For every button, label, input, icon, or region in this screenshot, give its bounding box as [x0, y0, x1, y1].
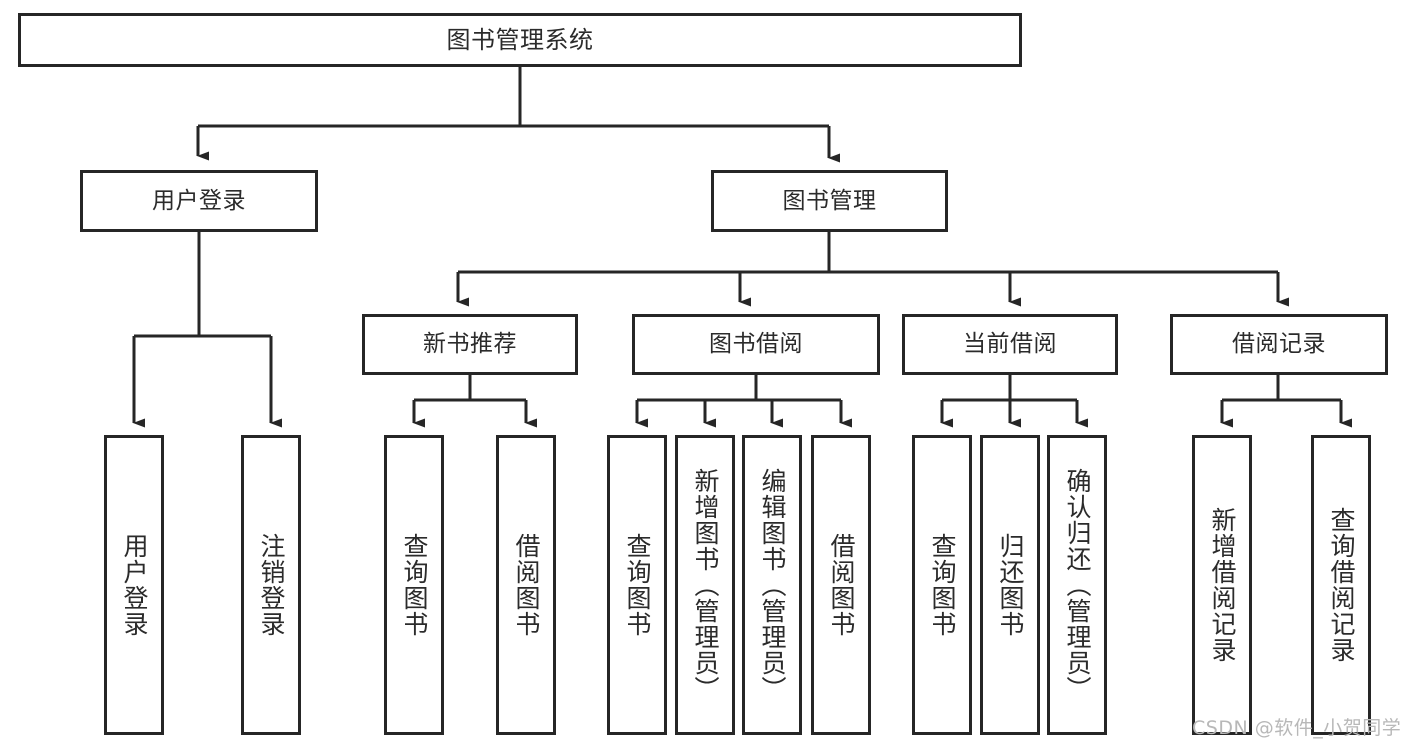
- node-label: 查询图书: [400, 533, 429, 637]
- leaf-new-book-borrow-book[interactable]: 借阅图书: [496, 435, 556, 735]
- leaf-book-borrow-borrow-book[interactable]: 借阅图书: [811, 435, 871, 735]
- node-label: 用户登录: [152, 187, 246, 214]
- leaf-user-login-logout[interactable]: 注销登录: [241, 435, 301, 735]
- node-label: 编辑图书（管理员）: [758, 468, 787, 702]
- node-label: 借阅图书: [512, 533, 541, 637]
- node-label: 借阅图书: [827, 533, 856, 637]
- leaf-user-login-login[interactable]: 用户登录: [104, 435, 164, 735]
- leaf-book-borrow-add-book-admin[interactable]: 新增图书（管理员）: [675, 435, 735, 735]
- leaf-current-borrow-query-book[interactable]: 查询图书: [912, 435, 972, 735]
- node-label: 查询图书: [623, 533, 652, 637]
- leaf-borrow-record-add-record[interactable]: 新增借阅记录: [1192, 435, 1252, 735]
- leaf-book-borrow-query-book[interactable]: 查询图书: [607, 435, 667, 735]
- node-new-book-recommend[interactable]: 新书推荐: [362, 314, 578, 375]
- node-borrow-record[interactable]: 借阅记录: [1170, 314, 1388, 375]
- node-label: 归还图书: [996, 533, 1025, 637]
- node-book-management[interactable]: 图书管理: [711, 170, 948, 232]
- leaf-book-borrow-edit-book-admin[interactable]: 编辑图书（管理员）: [742, 435, 802, 735]
- node-current-borrow[interactable]: 当前借阅: [902, 314, 1118, 375]
- node-user-login[interactable]: 用户登录: [80, 170, 318, 232]
- node-label: 查询图书: [928, 533, 957, 637]
- node-label: 当前借阅: [963, 331, 1057, 358]
- node-label: 新增借阅记录: [1208, 507, 1237, 663]
- node-label: 新增图书（管理员）: [691, 468, 720, 702]
- node-root-book-management-system[interactable]: 图书管理系统: [18, 13, 1022, 67]
- node-label: 借阅记录: [1232, 331, 1326, 358]
- node-label: 图书管理: [782, 187, 877, 214]
- node-label: 确认归还（管理员）: [1063, 468, 1092, 702]
- node-label: 查询借阅记录: [1327, 507, 1356, 663]
- node-label: 新书推荐: [423, 331, 517, 358]
- leaf-current-borrow-return-book[interactable]: 归还图书: [980, 435, 1040, 735]
- leaf-new-book-query-book[interactable]: 查询图书: [384, 435, 444, 735]
- leaf-borrow-record-query-record[interactable]: 查询借阅记录: [1311, 435, 1371, 735]
- node-label: 图书借阅: [709, 331, 803, 358]
- node-label: 注销登录: [257, 533, 286, 637]
- node-book-borrow[interactable]: 图书借阅: [632, 314, 880, 375]
- node-label: 图书管理系统: [446, 26, 594, 54]
- leaf-current-borrow-confirm-return-admin[interactable]: 确认归还（管理员）: [1047, 435, 1107, 735]
- node-label: 用户登录: [120, 533, 149, 637]
